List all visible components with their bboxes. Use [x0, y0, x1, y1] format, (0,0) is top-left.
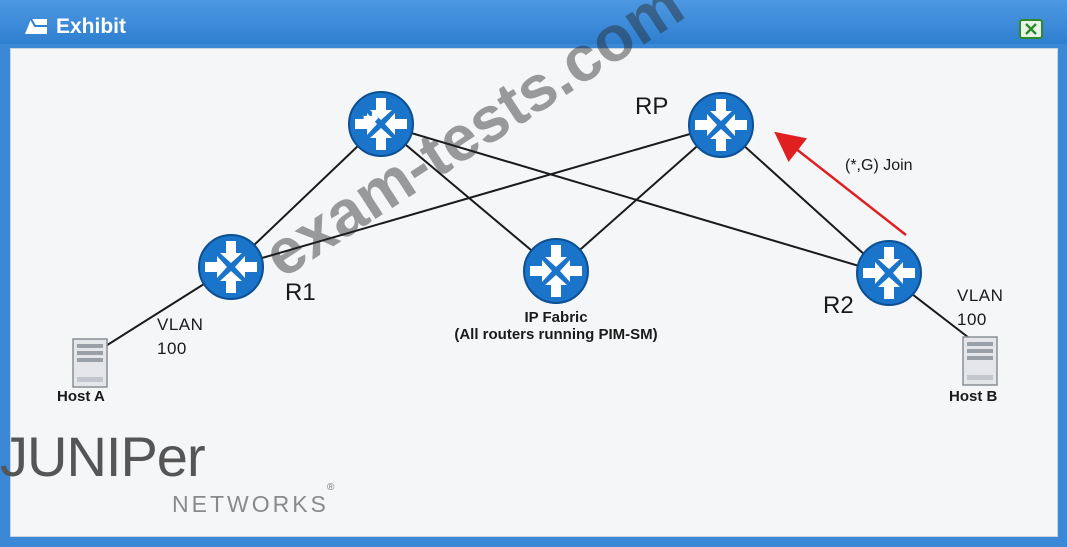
link-rp-fabric [555, 124, 722, 272]
vlan-a-label-1: VLAN [157, 315, 204, 334]
vlan-a-label-2: 100 [157, 339, 187, 358]
juniper-logo: JUNIPer [0, 425, 206, 488]
router-r2[interactable] [856, 240, 922, 306]
host-b-label: Host B [949, 388, 998, 405]
registered-mark: ® [327, 482, 335, 493]
network-diagram [72, 91, 998, 388]
close-icon [1025, 23, 1037, 35]
juniper-networks-text: NETWORKS [172, 491, 329, 517]
router-rp[interactable] [688, 92, 754, 158]
link-rp-r1 [230, 124, 722, 268]
link-top-r2 [380, 123, 887, 275]
diagram-canvas: RP R1 R2 (*,G) Join IP Fabric (All route… [10, 48, 1058, 537]
router-top-left[interactable] [348, 91, 414, 157]
fabric-label-line2: (All routers running PIM-SM) [454, 326, 658, 343]
link-rp-r2 [720, 124, 887, 275]
join-label: (*,G) Join [845, 157, 913, 174]
host-a-label: Host A [57, 388, 105, 405]
window-title: Exhibit [56, 15, 127, 38]
link-top-r1 [230, 123, 382, 268]
host-b-server-icon[interactable] [962, 336, 998, 386]
exhibit-icon [25, 18, 47, 34]
rp-label: RP [635, 93, 669, 120]
router-fabric[interactable] [523, 238, 589, 304]
vlan-b-label-1: VLAN [957, 286, 1004, 305]
fabric-label-line1: IP Fabric [524, 309, 588, 326]
fabric-label: IP Fabric (All routers running PIM-SM) [411, 309, 701, 343]
router-r1[interactable] [198, 234, 264, 300]
vlan-b-label-2: 100 [957, 310, 987, 329]
r1-label: R1 [285, 279, 316, 306]
r2-label: R2 [823, 292, 854, 319]
join-arrow [774, 131, 907, 236]
host-a-server-icon[interactable] [72, 338, 108, 388]
title-bar: Exhibit [0, 0, 1067, 44]
close-button[interactable] [1019, 19, 1043, 39]
